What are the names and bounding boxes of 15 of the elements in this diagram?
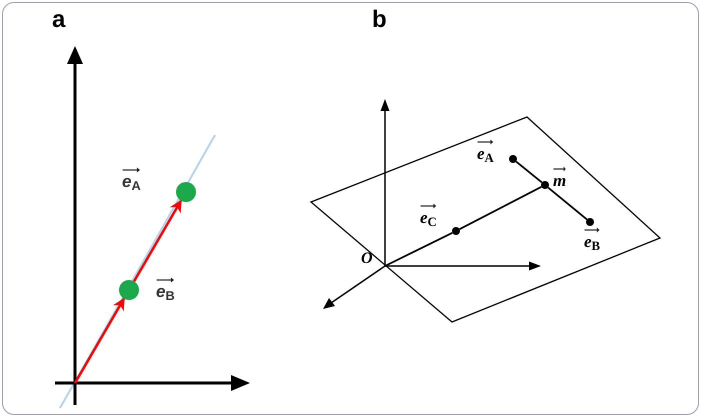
line-segment xyxy=(516,160,542,184)
vector-label: e$_{A}$ xyxy=(477,144,494,163)
line-segment xyxy=(459,186,542,230)
panel-letter: a xyxy=(52,8,66,32)
vector-arrow xyxy=(132,200,182,282)
vector-label: e$_{B}$ xyxy=(584,232,600,251)
vector-arrow xyxy=(74,298,126,384)
line-segment xyxy=(384,232,453,267)
panel-letter: b xyxy=(372,8,387,32)
vector-label: e$_{C}$ xyxy=(420,208,437,227)
vector-label: m xyxy=(553,171,566,190)
vector-label: e$_{B}$ xyxy=(156,282,175,301)
vector-label: e$_{A}$ xyxy=(122,172,141,191)
origin-label: O xyxy=(361,251,385,266)
line-segment xyxy=(548,186,588,220)
